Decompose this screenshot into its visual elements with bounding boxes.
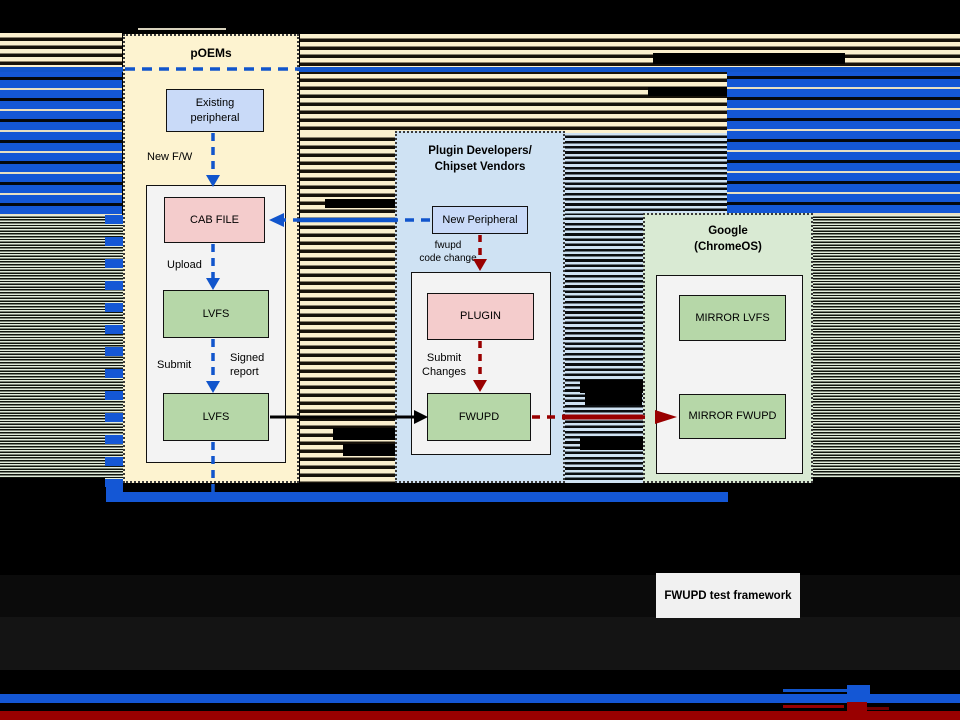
cab-file-node: CAB FILE — [164, 197, 265, 243]
existing-peripheral-node: Existing peripheral — [166, 89, 264, 132]
black-bar — [585, 393, 642, 405]
blue-line-bottom-right — [783, 689, 847, 692]
red-line-segment — [867, 707, 889, 710]
fwupd-test-framework-label: FWUPD test framework — [664, 589, 792, 602]
bottom-band-dark — [0, 575, 960, 617]
fwupd-test-framework-box: FWUPD test framework — [656, 573, 800, 618]
blue-bar-bottom — [0, 694, 960, 703]
stripe-region-notch-column — [105, 215, 123, 487]
black-bar — [580, 437, 643, 450]
stripe-region-green-right — [813, 215, 960, 478]
black-bar — [580, 380, 643, 393]
stripe-region-lightblue-top — [565, 133, 727, 215]
stripe-region-blue-right — [727, 68, 960, 215]
bottom-band-gray — [0, 617, 960, 670]
black-bar — [325, 199, 396, 208]
fwupd-code-change-label: fwupd code change — [419, 240, 477, 264]
black-bar — [653, 53, 845, 64]
blue-bar-under-panels — [106, 492, 728, 502]
red-line-bottom-right — [783, 705, 844, 708]
lvfs-upper-node: LVFS — [163, 290, 269, 338]
submit-changes-label: Submit Changes — [422, 352, 467, 378]
stripe-region-green-left — [0, 215, 105, 478]
stripe-region-blue-left — [0, 69, 122, 215]
fwupd-node: FWUPD — [427, 393, 531, 441]
google-panel-title: Google (ChromeOS) — [694, 225, 762, 253]
stripe-region-left-gap — [300, 133, 395, 483]
stripe-region-top-left — [0, 33, 122, 69]
blue-bar-small — [106, 483, 123, 492]
poems-panel-title: pOEMs — [190, 46, 232, 60]
mirror-lvfs-node: MIRROR LVFS — [679, 295, 786, 341]
blue-line-artifact — [0, 67, 960, 72]
submit-label: Submit — [157, 359, 192, 371]
white-line-artifact — [138, 28, 226, 30]
black-bar — [333, 428, 395, 440]
red-block-bottom-right — [847, 702, 867, 715]
signed-report-label: Signed report — [230, 352, 265, 378]
plugin-panel-title: Plugin Developers/ Chipset Vendors — [428, 145, 532, 173]
black-bar — [343, 444, 395, 456]
stripe-region-top-middle — [300, 34, 727, 133]
new-peripheral-node: New Peripheral — [432, 206, 528, 234]
new-fw-label: New F/W — [147, 151, 193, 163]
red-bar-bottom — [0, 711, 960, 720]
black-bar — [648, 87, 727, 96]
lvfs-lower-node: LVFS — [163, 393, 269, 441]
mirror-fwupd-node: MIRROR FWUPD — [679, 394, 786, 439]
upload-label: Upload — [167, 259, 202, 271]
plugin-node: PLUGIN — [427, 293, 534, 340]
